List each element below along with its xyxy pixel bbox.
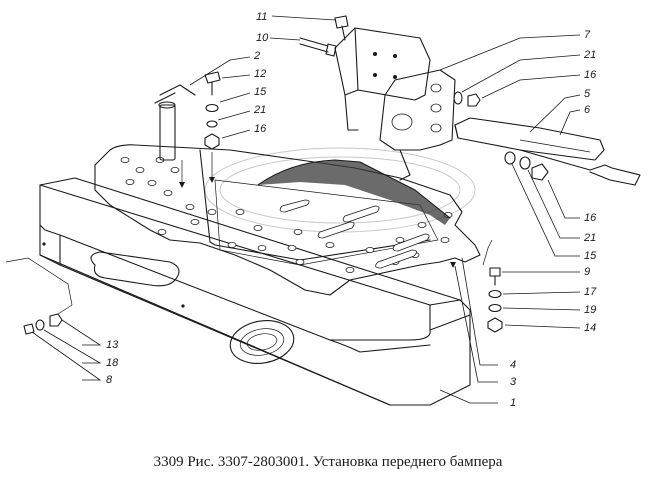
- callout-21: 21: [253, 104, 266, 116]
- callout-14: 14: [584, 322, 596, 334]
- callout-13: 13: [106, 339, 119, 351]
- figure-caption: 3309 Рис. 3307-2803001. Установка передн…: [153, 454, 503, 470]
- callout-3: 3: [510, 376, 517, 388]
- side-bars: [454, 117, 641, 186]
- callout-16: 16: [584, 212, 597, 224]
- tow-rod: [154, 84, 196, 161]
- callout-21: 21: [583, 232, 596, 244]
- callout-15: 15: [584, 250, 597, 262]
- callout-12: 12: [254, 68, 266, 80]
- callout-labels: 11 10 2 12 15 21 16 7 21 16 5 6 16 21 15…: [106, 11, 597, 409]
- callout-8: 8: [106, 374, 113, 386]
- callout-9: 9: [584, 266, 590, 278]
- callout-10: 10: [256, 32, 269, 44]
- callout-21: 21: [583, 49, 596, 61]
- bumper-beam: [39, 177, 471, 406]
- callout-11: 11: [256, 11, 267, 23]
- mounting-plate: [94, 144, 481, 296]
- fastener-stack-right: [453, 91, 549, 181]
- callout-15: 15: [254, 86, 267, 98]
- callout-1: 1: [510, 397, 516, 409]
- callout-5: 5: [584, 88, 591, 100]
- callout-18: 18: [106, 357, 119, 369]
- fastener-stack-bottom: [487, 267, 503, 333]
- callout-4: 4: [510, 359, 516, 371]
- callout-6: 6: [584, 104, 591, 116]
- leader-lines: [31, 15, 581, 404]
- callout-16: 16: [584, 69, 597, 81]
- callout-16: 16: [254, 123, 267, 135]
- callout-7: 7: [584, 29, 591, 41]
- bolt-10: [299, 37, 337, 57]
- assembly-lines: [5, 152, 493, 315]
- callout-17: 17: [584, 286, 597, 298]
- callout-19: 19: [584, 304, 596, 316]
- fastener-stack-small: [23, 313, 63, 335]
- plate-slots: [279, 199, 430, 269]
- fastener-stack-left: [204, 71, 221, 150]
- callout-2: 2: [253, 50, 260, 62]
- bracket: [334, 27, 456, 181]
- bolt-11: [334, 15, 349, 41]
